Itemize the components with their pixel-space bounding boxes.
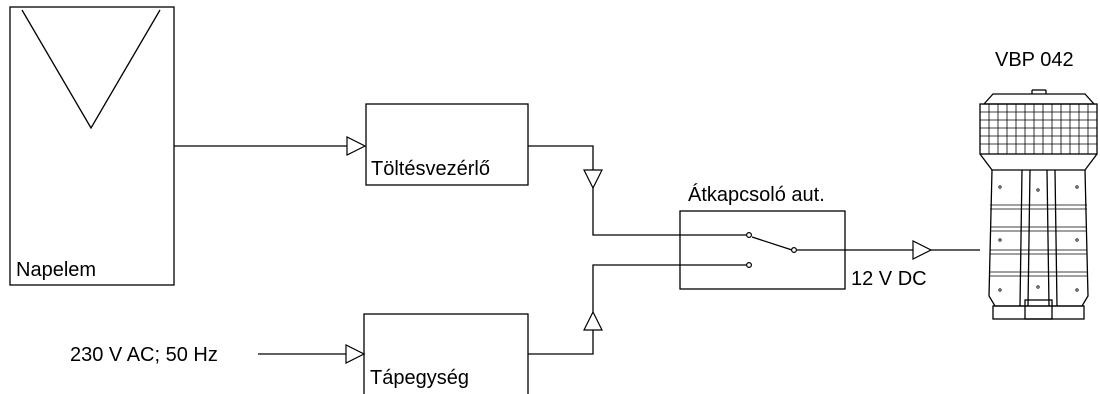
output-voltage-label: 12 V DC [851,268,927,290]
device-body-seam-r2 [1054,169,1058,307]
device-neck [979,153,1098,171]
device-base-mount [1024,299,1053,320]
controller-output-wire-a [528,145,594,170]
switch-lever [751,236,793,251]
charge-controller-box [365,103,529,186]
auto-switch-label: Átkapcsoló aut. [688,183,825,206]
device-body-seam-r [1046,169,1050,307]
power-supply-input-arrow [345,344,366,364]
device-grille-lines [980,104,1097,154]
device-base [992,305,1085,320]
device-body-seam-l2 [1027,169,1031,307]
device-grille [979,103,1098,155]
device-top-cap [982,93,1096,105]
switch-contact-a [745,232,752,239]
power-supply-output-arrow [583,310,603,331]
controller-output-arrow [583,169,603,190]
controller-output-wire-b [592,188,748,236]
vbp-device-illustration [979,89,1098,320]
power-supply-output-wire-a [528,330,594,355]
switch-common-contact [790,247,797,254]
power-supply-label: Tápegység [370,367,469,389]
solar-panel-symbol [21,9,161,130]
controller-input-arrow [346,136,367,156]
device-rivets [998,185,1079,292]
mains-input-label: 230 V AC; 50 Hz [70,344,218,366]
device-model-label: VBP 042 [995,49,1074,71]
auto-switch-block: Átkapcsoló aut. [679,183,846,290]
switch-contact-b [745,262,752,269]
solar-panel-label: Napelem [16,259,96,281]
charge-controller-label: Töltésvezérlő [371,158,490,180]
power-supply-output-wire-b [592,264,748,312]
power-supply-block: Tápegység [363,313,529,394]
device-body-seam-l [1019,169,1023,307]
device-body-bands [990,204,1087,277]
solar-panel-block: Napelem [9,6,175,286]
charge-controller-block: Töltésvezérlő [365,103,529,186]
solar-panel-box [9,6,175,286]
device-input-arrow [912,240,933,260]
power-supply-box [363,313,529,394]
